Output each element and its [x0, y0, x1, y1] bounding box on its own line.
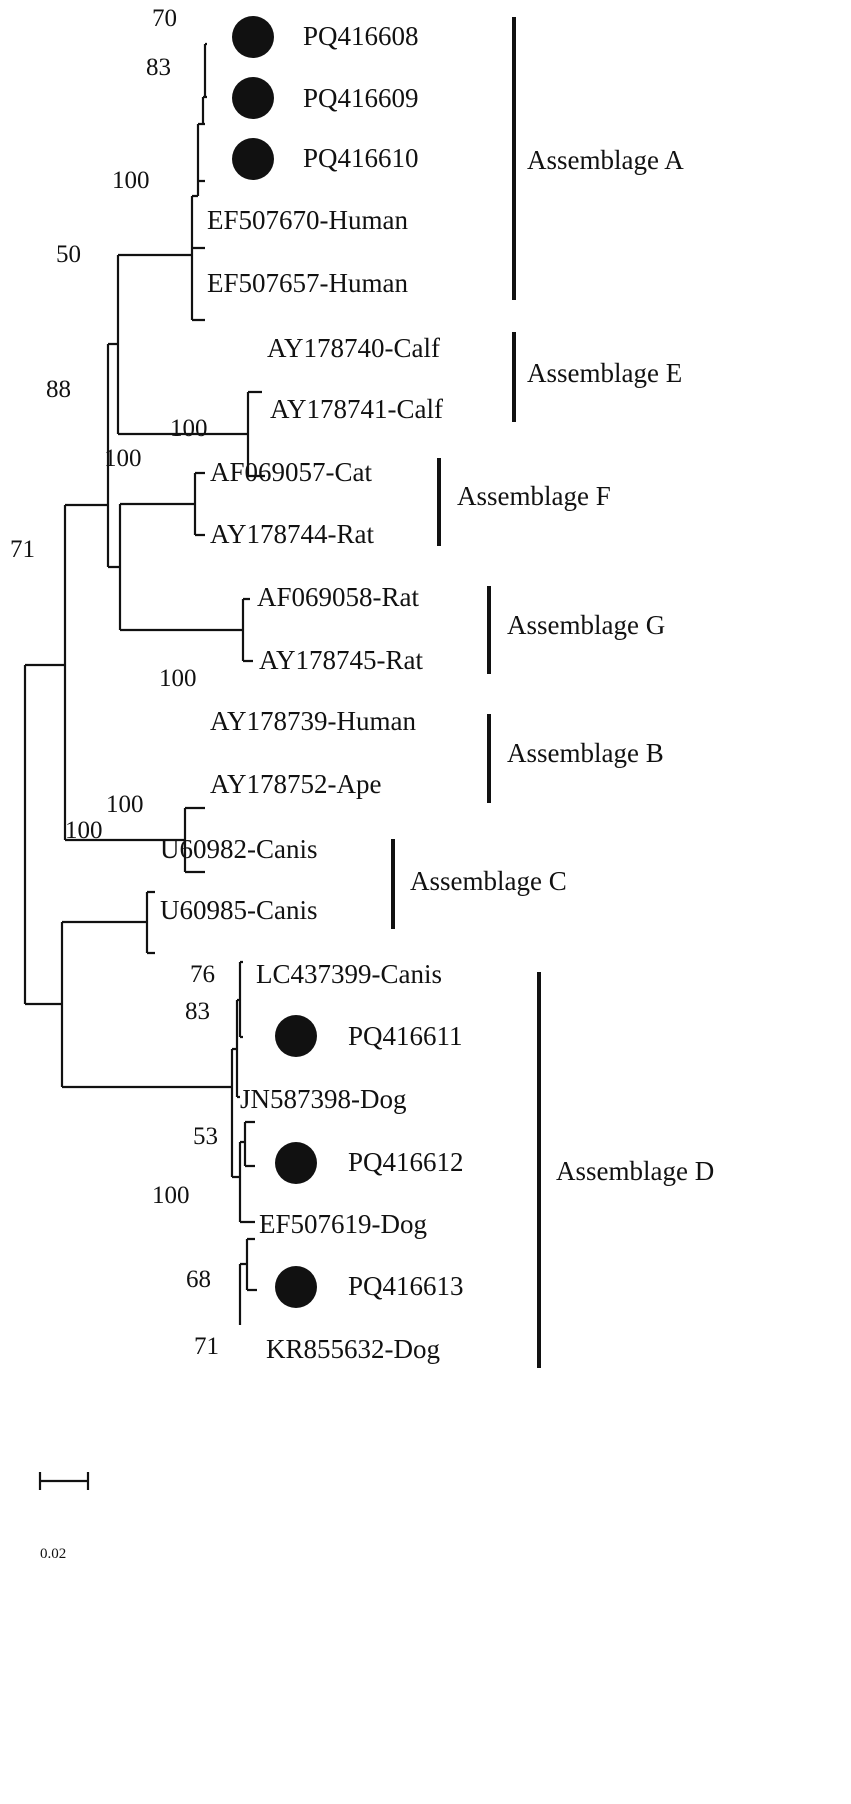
marker-dot-pq416613	[275, 1266, 317, 1308]
branch-node-fg	[118, 502, 243, 632]
taxon-label: PQ416612	[348, 1147, 464, 1177]
taxon-label: EF507670-Human	[207, 205, 408, 235]
branch-assemblage-e	[246, 390, 265, 478]
bootstrap-value: 100	[159, 665, 197, 692]
taxon-label: U60985-Canis	[160, 895, 318, 925]
marker-dot-pq416611	[275, 1015, 317, 1057]
group-label-a: Assemblage A	[527, 145, 684, 175]
group-label-e: Assemblage E	[527, 358, 682, 388]
taxon-label: PQ416611	[348, 1021, 463, 1051]
taxon-label: JN587398-Dog	[240, 1084, 407, 1114]
tree-branches	[23, 42, 265, 1325]
taxon-label: EF507619-Dog	[259, 1209, 427, 1239]
taxon-label: AY178740-Calf	[267, 333, 440, 363]
bootstrap-value: 76	[190, 961, 215, 988]
branch-node-71	[63, 503, 185, 842]
group-label-c: Assemblage C	[410, 866, 567, 896]
bootstrap-values: 70 83 100 50 88 100 100 71 100 100 100 7…	[10, 5, 219, 1360]
group-label-g: Assemblage G	[507, 610, 665, 640]
branch-assemblage-a	[190, 42, 207, 322]
branch-assemblage-g	[241, 597, 253, 663]
marker-dot-pq416612	[275, 1142, 317, 1184]
bootstrap-value: 83	[185, 998, 210, 1025]
branch-root	[23, 663, 65, 1006]
taxon-label: AY178752-Ape	[210, 769, 382, 799]
bootstrap-value: 88	[46, 376, 71, 403]
taxon-label: AF069058-Rat	[257, 582, 419, 612]
branch-node-cd	[60, 920, 232, 1089]
taxon-label: AY178739-Human	[210, 706, 416, 736]
branch-node-88	[106, 342, 120, 569]
taxon-label: U60982-Canis	[160, 834, 318, 864]
bootstrap-value: 50	[56, 241, 81, 268]
branch-assemblage-d	[230, 960, 257, 1325]
taxon-label: PQ416610	[303, 143, 419, 173]
branch-assemblage-c	[145, 890, 155, 955]
taxon-label: PQ416609	[303, 83, 419, 113]
scale-bar: 0.02	[38, 1472, 90, 1562]
taxon-label: PQ416608	[303, 21, 419, 51]
branch-assemblage-f	[193, 471, 205, 537]
bootstrap-value: 70	[152, 5, 177, 32]
bootstrap-value: 100	[106, 791, 144, 818]
sample-markers	[232, 16, 317, 1308]
marker-dot-pq416608	[232, 16, 274, 58]
bootstrap-value: 100	[170, 415, 208, 442]
bootstrap-value: 100	[152, 1182, 190, 1209]
marker-dot-pq416609	[232, 77, 274, 119]
bootstrap-value: 83	[146, 54, 171, 81]
bootstrap-value: 53	[193, 1123, 218, 1150]
branch-node-50	[116, 253, 248, 436]
bootstrap-value: 100	[112, 167, 150, 194]
assemblage-groups: Assemblage A Assemblage E Assemblage F A…	[391, 17, 714, 1368]
scale-bar-line	[38, 1472, 90, 1490]
bootstrap-value: 100	[104, 445, 142, 472]
taxon-label: AF069057-Cat	[210, 457, 372, 487]
bootstrap-value: 71	[194, 1333, 219, 1360]
taxon-label: LC437399-Canis	[256, 959, 442, 989]
bootstrap-value: 100	[65, 817, 103, 844]
taxon-label: EF507657-Human	[207, 268, 408, 298]
taxon-label: AY178741-Calf	[270, 394, 443, 424]
branch-assemblage-b	[183, 806, 205, 874]
taxon-label: AY178745-Rat	[259, 645, 424, 675]
group-label-b: Assemblage B	[507, 738, 664, 768]
taxon-label: PQ416613	[348, 1271, 464, 1301]
taxon-labels: PQ416608 PQ416609 PQ416610 EF507670-Huma…	[160, 21, 464, 1364]
scale-bar-label: 0.02	[40, 1546, 66, 1562]
bootstrap-value: 68	[186, 1266, 211, 1293]
taxon-label: AY178744-Rat	[210, 519, 375, 549]
marker-dot-pq416610	[232, 138, 274, 180]
group-label-f: Assemblage F	[457, 481, 611, 511]
taxon-label: KR855632-Dog	[266, 1334, 440, 1364]
bootstrap-value: 71	[10, 536, 35, 563]
group-label-d: Assemblage D	[556, 1156, 714, 1186]
